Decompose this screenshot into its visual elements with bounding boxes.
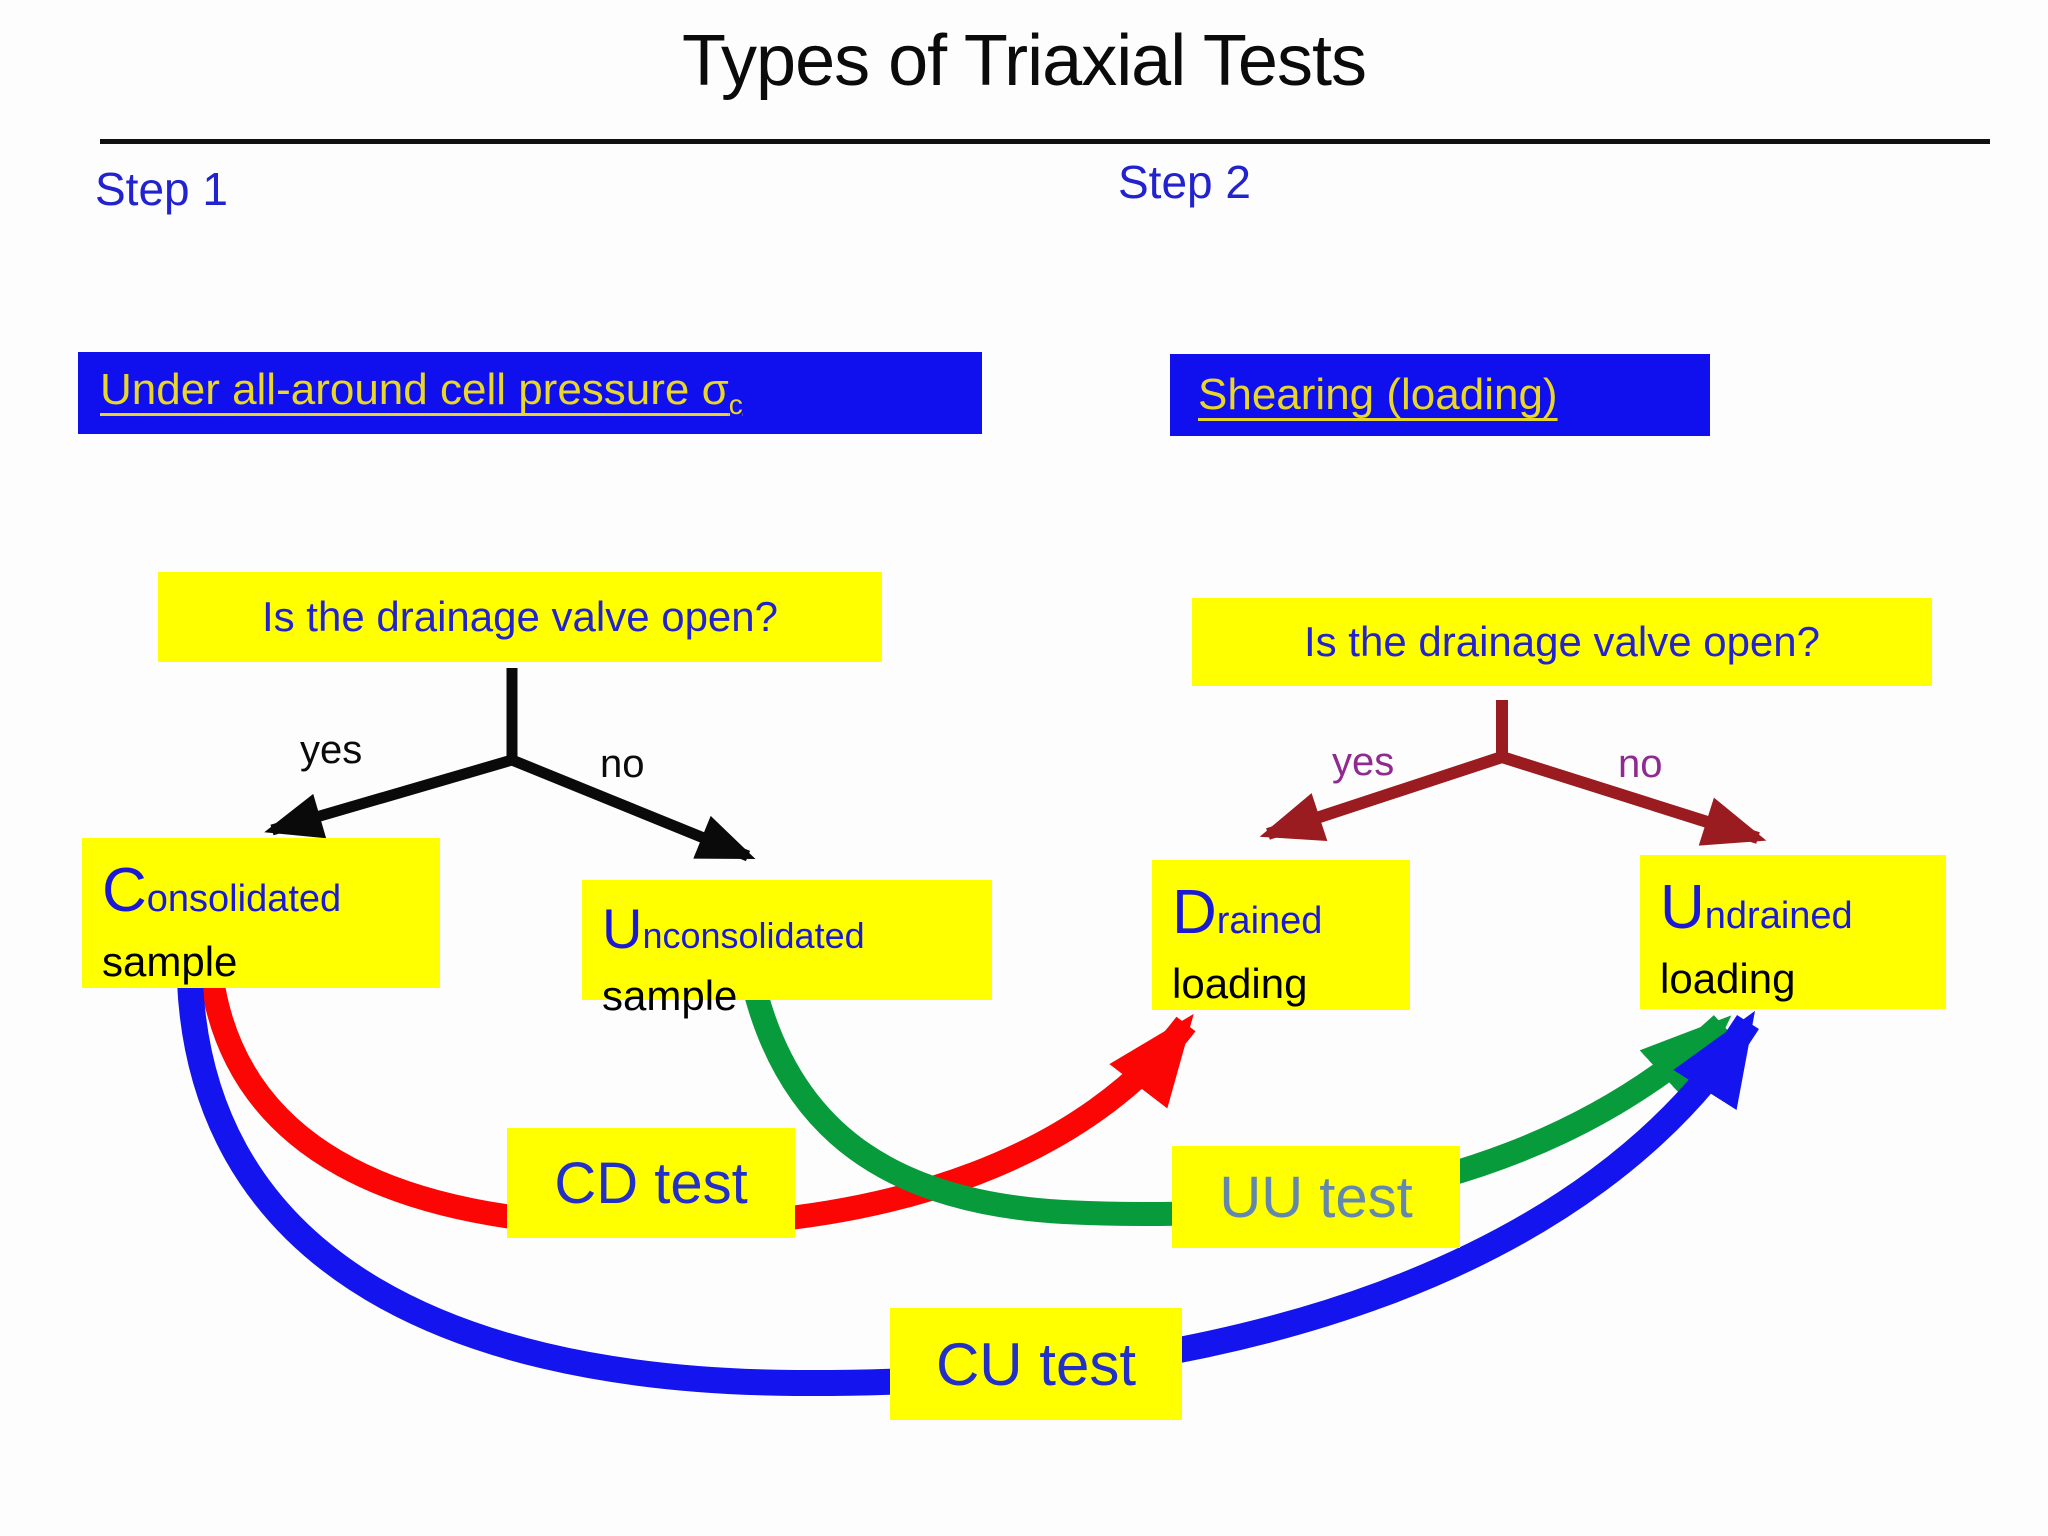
cu-test-label: CU test <box>890 1308 1182 1420</box>
title-underline <box>100 139 1990 144</box>
drained-line2: loading <box>1172 959 1308 1007</box>
drained-loading-box: Drained loading <box>1152 860 1410 1010</box>
step-2-label: Step 2 <box>1118 156 1251 208</box>
sigma-subscript: c <box>728 389 743 420</box>
step-1-label: Step 1 <box>95 163 228 215</box>
unconsolidated-line1: Unconsolidated <box>602 897 865 960</box>
consolidated-sample-box: Consolidated sample <box>82 838 440 988</box>
cd-test-label: CD test <box>507 1128 795 1238</box>
unconsolidated-sample-box: Unconsolidated sample <box>582 880 992 1019</box>
right-yes-label: yes <box>1332 740 1395 784</box>
right-yes-arrow <box>1259 751 1504 842</box>
uu-test-arrow <box>744 990 1732 1226</box>
banner-cell-pressure-text: Under all-around cell pressure σc <box>100 365 743 420</box>
question-box-right: Is the drainage valve open? <box>1192 598 1932 686</box>
right-no-label: no <box>1618 742 1663 786</box>
drained-line1: Drained <box>1172 878 1323 947</box>
banner-shearing-text: Shearing (loading) <box>1198 370 1558 419</box>
right-no-arrow <box>1500 751 1767 846</box>
cu-test-arrow <box>177 981 1759 1397</box>
unconsolidated-line2: sample <box>602 972 738 1019</box>
consolidated-line1: Consolidated <box>102 856 342 925</box>
uu-test-label: UU test <box>1172 1146 1460 1248</box>
undrained-line1: Undrained <box>1660 873 1853 942</box>
page-title: Types of Triaxial Tests <box>682 21 1367 101</box>
undrained-loading-box: Undrained loading <box>1640 855 1946 1009</box>
left-no-label: no <box>600 742 645 786</box>
banner-shearing: Shearing (loading) <box>1170 354 1710 436</box>
left-yes-label: yes <box>300 728 363 772</box>
consolidated-line2: sample <box>102 937 238 985</box>
left-yes-arrow <box>264 754 514 839</box>
banner-cell-pressure: Under all-around cell pressure σc <box>78 352 982 434</box>
undrained-line2: loading <box>1660 954 1796 1002</box>
question-box-left: Is the drainage valve open? <box>158 572 882 662</box>
left-no-arrow <box>509 754 756 862</box>
